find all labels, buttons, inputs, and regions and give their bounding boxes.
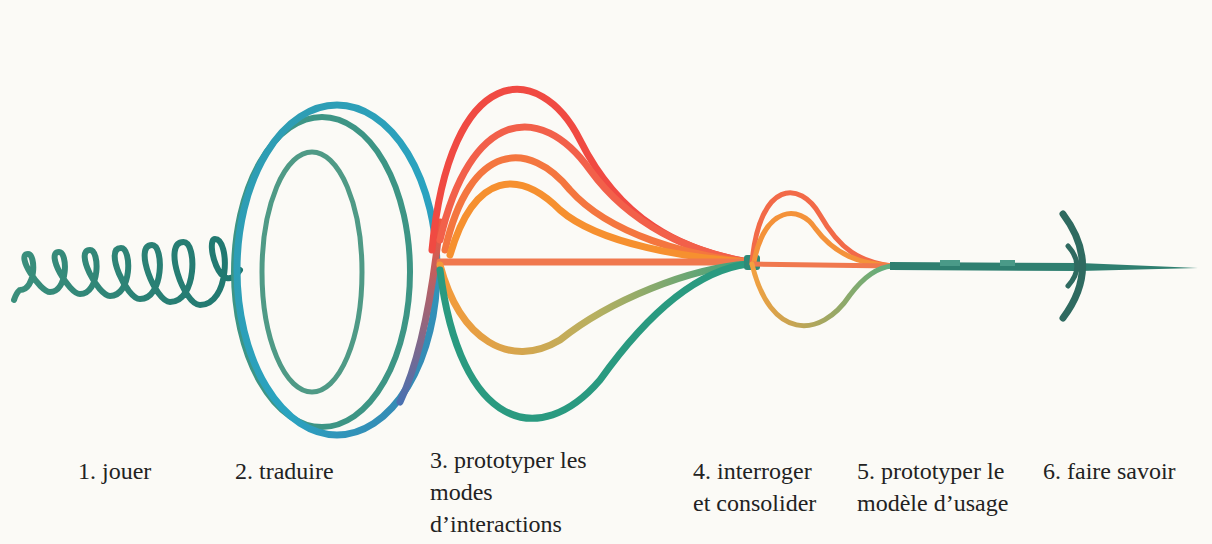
stage-label: 5. prototyper le modèle d’usage — [857, 455, 1013, 519]
stage-label: 4. interroger et consolider — [693, 455, 820, 519]
stage-label: 6. faire savoir — [1043, 455, 1176, 487]
stage-label: 1. jouer — [78, 455, 151, 487]
stage-label: 3. prototyper les modes d’interactions — [430, 444, 626, 540]
stage-label: 2. traduire — [235, 455, 334, 487]
